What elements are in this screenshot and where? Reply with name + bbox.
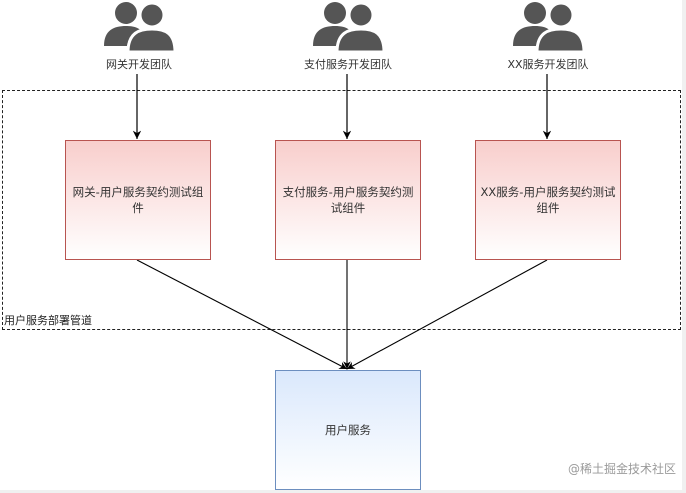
team-label: 网关开发团队: [106, 58, 172, 71]
user-group-icon: [513, 1, 585, 52]
pipeline-label: 用户服务部署管道: [4, 314, 92, 327]
team-payment[interactable]: 支付服务开发团队: [278, 0, 418, 72]
screenshot-frame-bottom: [0, 490, 686, 493]
user-service-box[interactable]: 用户服务: [275, 370, 421, 490]
service-label: 用户服务: [325, 423, 371, 437]
contract-component-xx[interactable]: XX服务-用户服务契约测试组件: [475, 140, 621, 260]
team-label: XX服务开发团队: [507, 58, 589, 71]
user-group-icon: [104, 1, 176, 52]
team-xx[interactable]: XX服务开发团队: [478, 0, 618, 72]
user-group-icon: [313, 1, 385, 52]
component-label: XX服务-用户服务契约测试组件: [480, 185, 616, 215]
team-label: 支付服务开发团队: [304, 58, 392, 71]
team-gateway[interactable]: 网关开发团队: [69, 0, 209, 72]
component-label: 网关-用户服务契约测试组件: [72, 185, 204, 215]
screenshot-frame-right: [682, 0, 686, 493]
contract-component-payment[interactable]: 支付服务-用户服务契约测试组件: [275, 140, 421, 260]
component-label: 支付服务-用户服务契约测试组件: [282, 185, 414, 215]
contract-component-gateway[interactable]: 网关-用户服务契约测试组件: [65, 140, 211, 260]
watermark: @稀土掘金技术社区: [567, 462, 676, 476]
